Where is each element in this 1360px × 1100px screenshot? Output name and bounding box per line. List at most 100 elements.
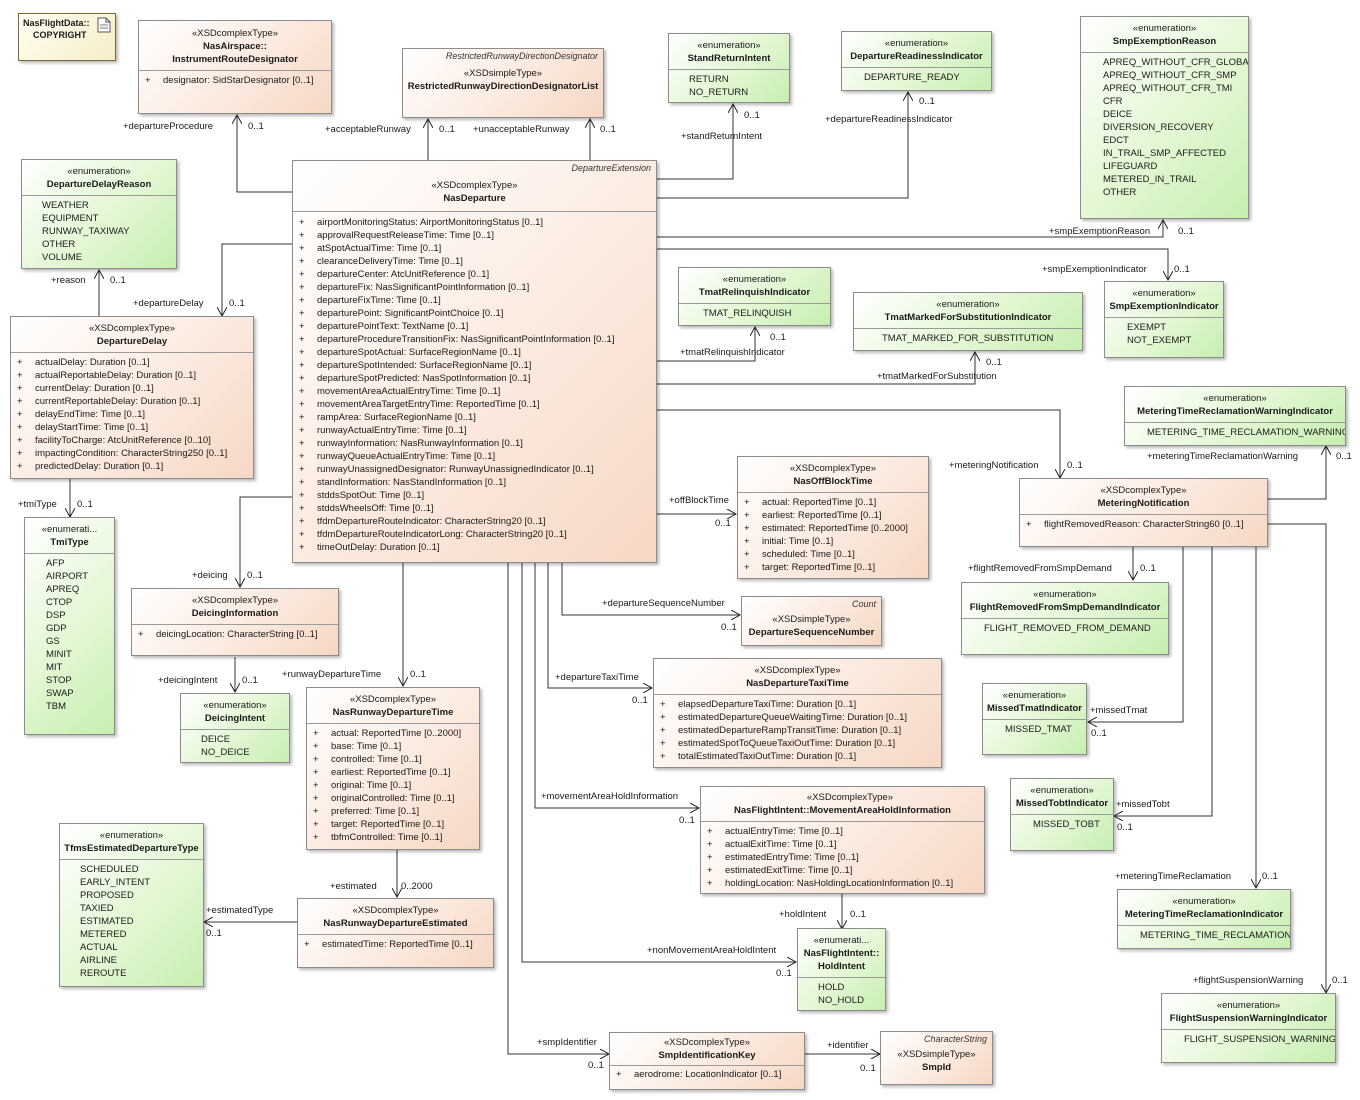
attribute-row: +departurePointText: TextName [0..1] — [299, 321, 469, 332]
enum-tmat-marked[interactable]: «enumeration» TmatMarkedForSubstitutionI… — [853, 292, 1083, 351]
stereotype: «enumeration» — [936, 299, 1000, 310]
attribute-text: original: Time [0..1] — [331, 780, 412, 791]
attribute-row: +atSpotActualTime: Time [0..1] — [299, 243, 442, 254]
attribute-text: actual: ReportedTime [0..1] — [762, 497, 877, 508]
enum-value: FLIGHT_REMOVED_FROM_DEMAND — [984, 623, 1151, 634]
attribute-text: tbfmControlled: Time [0..1] — [331, 832, 443, 843]
enum-smp-exemption-reason[interactable]: «enumeration» SmpExemptionReason APREQ_W… — [1080, 16, 1249, 219]
stereotype: «enumerati... — [813, 935, 870, 946]
multiplicity-label: 0..1 — [632, 695, 648, 706]
multiplicity-label: 0..1 — [1332, 975, 1348, 986]
role-label: +tmatRelinquishIndicator — [680, 347, 785, 358]
enum-smp-exemption-indicator[interactable]: «enumeration» SmpExemptionIndicator EXEM… — [1104, 281, 1224, 358]
enum-value: SCHEDULED — [80, 864, 139, 875]
enum-value: APREQ_WITHOUT_CFR_GLOBAL — [1103, 57, 1249, 68]
generalization-tag: DepartureExtension — [571, 163, 651, 173]
attribute-text: designator: SidStarDesignator [0..1] — [163, 75, 314, 86]
enum-value: EARLY_INTENT — [80, 877, 151, 888]
attribute-text: target: ReportedTime [0..1] — [331, 819, 445, 830]
simple-type-smp-id[interactable]: CharacterString «XSDsimpleType» SmpId — [880, 1031, 993, 1085]
role-label: +missedTmat — [1090, 705, 1148, 716]
attribute-row: +estimated: ReportedTime [0..2000] — [744, 523, 908, 534]
attribute-list: +deicingLocation: CharacterString [0..1] — [132, 624, 338, 645]
multiplicity-label: 0..1 — [1067, 460, 1083, 471]
role-label: +flightRemovedFromSmpDemand — [968, 563, 1112, 574]
attribute-row: +timeOutDelay: Duration [0..1] — [299, 542, 440, 553]
multiplicity-label: 0..1 — [776, 968, 792, 979]
enum-tmat-relinquish[interactable]: «enumeration» TmatRelinquishIndicator TM… — [678, 267, 831, 326]
enum-departure-delay-reason[interactable]: «enumeration» DepartureDelayReason WEATH… — [21, 159, 177, 269]
enum-values: TMAT_MARKED_FOR_SUBSTITUTION — [854, 328, 1082, 349]
enum-value: EDCT — [1103, 135, 1129, 146]
class-departure-delay[interactable]: «XSDcomplexType» DepartureDelay +actualD… — [10, 316, 254, 479]
enum-departure-readiness[interactable]: «enumeration» DepartureReadinessIndicato… — [841, 31, 992, 91]
class-name: SmpId — [921, 1062, 952, 1073]
attribute-text: estimatedExitTime: Time [0..1] — [725, 865, 853, 876]
multiplicity-label: 0..1 — [715, 518, 731, 529]
attribute-text: stddsSpotOut: Time [0..1] — [317, 490, 425, 501]
multiplicity-label: 0..1 — [1262, 871, 1278, 882]
attribute-row: +actual: ReportedTime [0..2000] — [313, 728, 462, 739]
simple-type-restricted-runway[interactable]: RestrictedRunwayDirectionDesignator «XSD… — [402, 48, 604, 118]
attribute-row: +departureSpotActual: SurfaceRegionName … — [299, 347, 521, 358]
enum-value: VOLUME — [42, 252, 83, 263]
class-movement-area-hold-information[interactable]: «XSDcomplexType» NasFlightIntent::Moveme… — [700, 786, 985, 894]
enum-value: AFP — [46, 558, 65, 569]
role-label: +acceptableRunway — [325, 124, 411, 135]
class-smp-identification-key[interactable]: «XSDcomplexType» SmpIdentificationKey +a… — [609, 1032, 805, 1090]
stereotype: «enumeration» — [1216, 1000, 1281, 1011]
class-nas-departure-taxi-time[interactable]: «XSDcomplexType» NasDepartureTaxiTime +e… — [653, 658, 942, 768]
enum-name: SmpExemptionReason — [1112, 36, 1217, 47]
enum-deicing-intent[interactable]: «enumeration» DeicingIntent DEICE NO_DEI… — [180, 693, 290, 763]
enum-flight-suspension-warning[interactable]: «enumeration» FlightSuspensionWarningInd… — [1161, 993, 1336, 1063]
copyright-note: NasFlightData:: COPYRIGHT — [18, 13, 116, 61]
line-departure-procedure — [237, 115, 292, 193]
class-instrument-route-designator[interactable]: «XSDcomplexType» NasAirspace:: Instrumen… — [138, 20, 332, 114]
multiplicity-label: 0..1 — [919, 96, 935, 107]
enum-metering-reclamation[interactable]: «enumeration» MeteringTimeReclamationInd… — [1117, 889, 1291, 949]
enum-value: WEATHER — [42, 200, 89, 211]
role-label: +tmatMarkedForSubstitution — [877, 371, 997, 382]
attribute-list: +elapsedDepartureTaxiTime: Duration [0..… — [654, 694, 941, 767]
enum-tfms-estimated-departure-type[interactable]: «enumeration» TfmsEstimatedDepartureType… — [59, 823, 204, 987]
attribute-row: +original: Time [0..1] — [313, 780, 412, 791]
enum-missed-tmat[interactable]: «enumeration» MissedTmatIndicator MISSED… — [982, 683, 1087, 755]
role-label: +deicing — [192, 570, 228, 581]
attribute-row: +flightRemovedReason: CharacterString60 … — [1026, 519, 1244, 530]
attribute-text: facilityToCharge: AtcUnitReference [0..1… — [35, 435, 211, 446]
attribute-row: +earliest: ReportedTime [0..1] — [744, 510, 882, 521]
enum-flight-removed[interactable]: «enumeration» FlightRemovedFromSmpDemand… — [961, 582, 1169, 655]
line-non-movement-hold — [521, 563, 796, 962]
role-label: +identifier — [827, 1040, 869, 1051]
attribute-text: totalEstimatedTaxiOutTime: Duration [0..… — [678, 751, 857, 762]
enum-tmi-type[interactable]: «enumerati... TmiType AFP AIRPORT APREQ … — [24, 517, 115, 735]
class-nas-runway-departure-estimated[interactable]: «XSDcomplexType» NasRunwayDepartureEstim… — [297, 898, 494, 968]
attribute-text: movementAreaTargetEntryTime: ReportedTim… — [317, 399, 540, 410]
stereotype: «enumerati... — [41, 524, 98, 535]
class-deicing-information[interactable]: «XSDcomplexType» DeicingInformation +dei… — [131, 588, 339, 656]
attribute-text: originalControlled: Time [0..1] — [331, 793, 455, 804]
simple-type-departure-sequence-number[interactable]: Count «XSDsimpleType» DepartureSequenceN… — [741, 596, 882, 646]
enum-missed-tobt[interactable]: «enumeration» MissedTobtIndicator MISSED… — [1010, 778, 1114, 851]
enum-stand-return-intent[interactable]: «enumeration» StandReturnIntent RETURN N… — [668, 33, 790, 103]
attribute-row: +departureFix: NasSignificantPointInform… — [299, 282, 530, 293]
class-name: RestrictedRunwayDirectionDesignatorList — [407, 81, 599, 92]
attribute-row: +actualEntryTime: Time [0..1] — [707, 826, 843, 837]
enum-name: DepartureReadinessIndicator — [850, 51, 983, 62]
class-nas-departure[interactable]: DepartureExtension «XSDcomplexType» NasD… — [292, 160, 657, 563]
role-label: +meteringTimeReclamation — [1115, 871, 1232, 882]
attribute-row: +delayEndTime: Time [0..1] — [17, 409, 146, 420]
class-nas-off-block-time[interactable]: «XSDcomplexType» NasOffBlockTime +actual… — [737, 456, 929, 579]
stereotype: «XSDcomplexType» — [1100, 485, 1187, 496]
attribute-list: +actual: ReportedTime [0..1] +earliest: … — [738, 492, 928, 578]
enum-value: AIRLINE — [80, 955, 117, 966]
class-metering-notification[interactable]: «XSDcomplexType» MeteringNotification +f… — [1019, 478, 1268, 547]
enum-value: NO_DEICE — [201, 747, 250, 758]
enum-metering-warning[interactable]: «enumeration» MeteringTimeReclamationWar… — [1124, 386, 1346, 446]
class-nas-runway-departure-time[interactable]: «XSDcomplexType» NasRunwayDepartureTime … — [306, 687, 480, 850]
stereotype: «XSDcomplexType» — [754, 665, 841, 676]
enum-hold-intent[interactable]: «enumerati... NasFlightIntent:: HoldInte… — [797, 928, 886, 1011]
role-label: +smpExemptionReason — [1049, 226, 1151, 237]
enum-name: FlightSuspensionWarningIndicator — [1169, 1013, 1328, 1024]
stereotype: «XSDcomplexType» — [431, 180, 518, 191]
